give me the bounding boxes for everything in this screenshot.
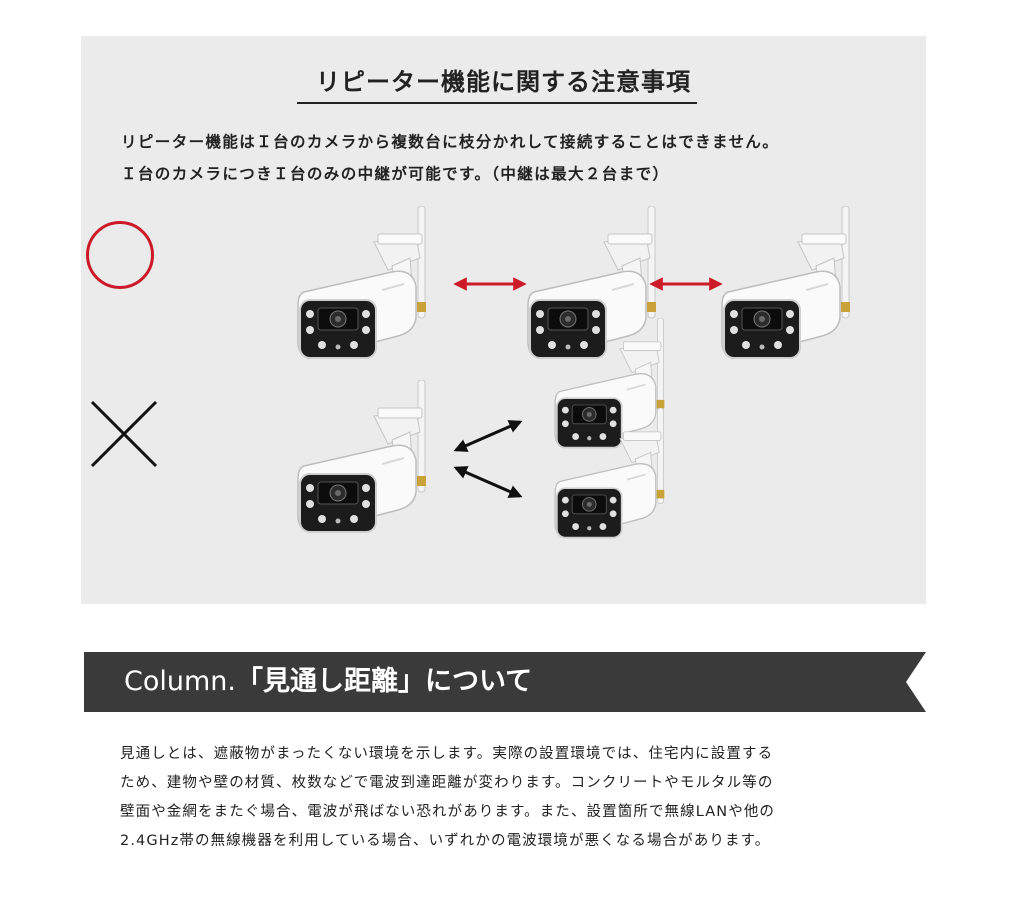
camera-ng-branch-2-icon xyxy=(550,408,678,553)
double-arrow-black-up-icon xyxy=(453,420,523,452)
banner-ribbon-shape xyxy=(84,652,926,712)
description-line-1: リピーター機能はＩ台のカメラから複数台に枝分かれして接続することはできません。 xyxy=(121,133,780,151)
camera-ok-1-icon xyxy=(292,206,442,376)
repeater-description: リピーター機能はＩ台のカメラから複数台に枝分かれして接続することはできません。 … xyxy=(121,126,911,190)
double-arrow-red-2-icon xyxy=(649,277,723,291)
description-line-2: Ｉ台のカメラにつきＩ台のみの中継が可能です。（中継は最大２台まで） xyxy=(121,165,670,183)
column-body: 見通しとは、遮蔽物がまったくない環境を示します。実際の設置環境では、住宅内に設置… xyxy=(120,740,900,856)
camera-ok-3-icon xyxy=(716,206,866,376)
column-banner xyxy=(84,652,926,712)
camera-ng-source-icon xyxy=(292,380,442,550)
column-heading: Column.「見通し距離」について xyxy=(124,652,532,712)
column-line-1: 見通しとは、遮蔽物がまったくない環境を示します。実際の設置環境では、住宅内に設置… xyxy=(120,746,774,762)
ok-circle-icon xyxy=(86,221,154,289)
column-heading-prefix: Column. xyxy=(124,666,236,697)
ng-cross-icon xyxy=(90,400,158,468)
column-heading-main: 「見通し距離」について xyxy=(235,666,533,697)
double-arrow-red-1-icon xyxy=(453,277,527,291)
column-line-2: ため、建物や壁の材質、枚数などで電波到達距離が変わります。コンクリートやモルタル… xyxy=(120,775,774,791)
column-line-3: 壁面や金網をまたぐ場合、電波が飛ばない恐れがあります。また、設置箇所で無線LAN… xyxy=(120,804,776,820)
double-arrow-black-down-icon xyxy=(453,466,523,498)
title-underline xyxy=(297,102,697,104)
column-line-4: 2.4GHz帯の無線機器を利用している場合、いずれかの電波環境が悪くなる場合があ… xyxy=(120,833,771,849)
repeater-notice-title: リピーター機能に関する注意事項 xyxy=(316,68,691,96)
